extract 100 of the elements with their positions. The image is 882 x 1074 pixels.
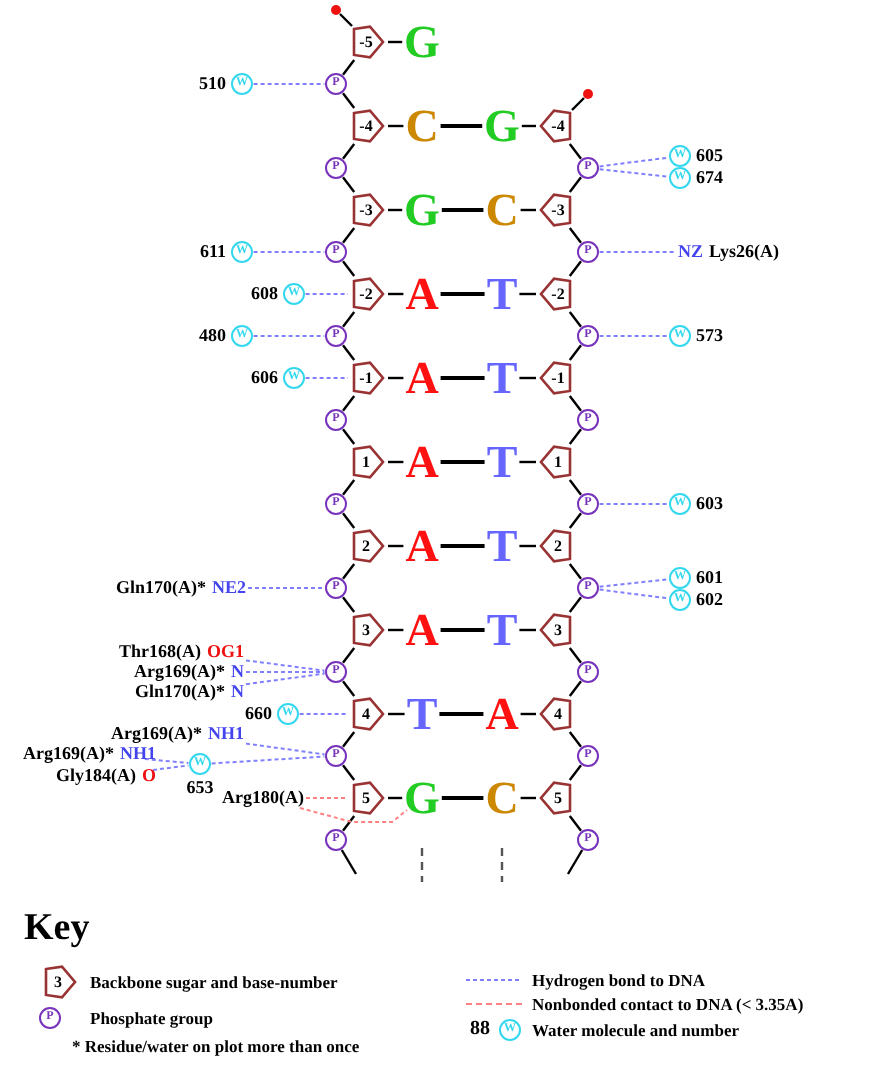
base-letter: T <box>486 271 518 317</box>
base-letter: A <box>405 355 439 401</box>
connector-line <box>440 628 485 632</box>
dashed-line <box>598 578 670 588</box>
connector-line <box>568 479 582 496</box>
residue-label: Gln170(A)* N <box>135 683 244 701</box>
sugar-pentagon: -1 <box>538 361 574 395</box>
connector-line <box>566 849 584 875</box>
base-letter: A <box>405 439 439 485</box>
residue-label: Arg180(A) <box>222 789 304 807</box>
connector-line <box>519 376 536 380</box>
connector-line <box>342 815 356 832</box>
connector-line <box>568 815 582 832</box>
sugar-pentagon: 4 <box>538 697 574 731</box>
connector-line <box>439 712 484 716</box>
sugar-pentagon: 4 <box>350 697 386 731</box>
connector-line <box>342 596 356 613</box>
connector-line <box>440 376 485 380</box>
base-letter: G <box>404 19 440 65</box>
connector-line <box>440 544 485 548</box>
dashed-line <box>598 335 670 337</box>
connector-line <box>568 563 582 580</box>
residue-label: Arg169(A)* N <box>134 663 244 681</box>
sugar-pentagon: 5 <box>350 781 386 815</box>
sugar-pentagon: 1 <box>538 445 574 479</box>
water-number: 653 <box>186 779 214 797</box>
connector-line <box>440 460 485 464</box>
connector-line <box>342 260 356 277</box>
connector-line <box>568 428 582 445</box>
connector-line <box>388 124 404 128</box>
strand-end-dot <box>331 5 341 15</box>
dashed-line <box>598 168 670 178</box>
connector-line <box>388 40 403 44</box>
dashed-line <box>298 713 349 715</box>
water-number: 660 <box>245 705 272 723</box>
connector-line <box>342 227 356 244</box>
residue-label: Gly184(A) O <box>55 767 156 785</box>
sugar-pentagon: 2 <box>350 529 386 563</box>
sugar-pentagon: -2 <box>350 277 386 311</box>
connector-line <box>568 764 582 781</box>
connector-line <box>342 176 356 193</box>
dashed-line <box>210 755 326 765</box>
connector-line <box>568 344 582 361</box>
strand-end-dot <box>583 89 593 99</box>
legend-text: Backbone sugar and base-number <box>90 973 338 991</box>
sugar-pentagon: -1 <box>350 361 386 395</box>
connector-line <box>340 849 358 875</box>
base-letter: G <box>484 103 520 149</box>
base-letter: G <box>404 187 440 233</box>
connector-line <box>342 731 356 748</box>
connector-line <box>568 647 582 664</box>
residue-label: Thr168(A) OG1 <box>118 643 244 661</box>
base-letter: T <box>486 355 518 401</box>
connector-line <box>342 311 356 328</box>
base-letter: A <box>485 691 519 737</box>
water-number: 602 <box>696 591 723 609</box>
base-letter: T <box>406 691 438 737</box>
connector-line <box>520 712 536 716</box>
connector-line <box>519 292 536 296</box>
water-number: 480 <box>199 327 226 345</box>
legend-text: Nonbonded contact to DNA (< 3.35A) <box>532 995 804 1013</box>
dashed-line <box>245 659 326 672</box>
sugar-pentagon: 3 <box>350 613 386 647</box>
water-number: 606 <box>251 369 278 387</box>
dashed-line <box>304 377 349 379</box>
connector-line <box>568 311 582 328</box>
connector-line <box>568 143 582 160</box>
water-number: 601 <box>696 569 723 587</box>
dashed-line <box>598 503 670 505</box>
dashed-line <box>598 251 677 253</box>
dashed-line <box>245 742 326 756</box>
key-heading: Key <box>24 909 90 947</box>
dashed-line <box>598 156 670 168</box>
connector-line <box>441 796 484 800</box>
water-number: 674 <box>696 169 723 187</box>
sugar-pentagon: -5 <box>350 25 386 59</box>
sugar-pentagon: 3 <box>538 613 574 647</box>
connector-line <box>342 680 356 697</box>
water-number: 611 <box>199 243 226 261</box>
sugar-pentagon-icon: 3 <box>42 965 78 999</box>
connector-line <box>568 227 582 244</box>
connector-line <box>388 544 404 548</box>
water-number: 573 <box>696 327 723 345</box>
base-letter: A <box>405 271 439 317</box>
connector-line <box>568 176 582 193</box>
connector-line <box>519 460 536 464</box>
connector-line <box>342 428 356 445</box>
sugar-pentagon: 2 <box>538 529 574 563</box>
connector-line <box>568 260 582 277</box>
connector-line <box>388 376 404 380</box>
dashed-line <box>245 672 326 686</box>
dashed-line <box>152 764 190 771</box>
dashed-line <box>143 758 190 764</box>
connector-line <box>568 731 582 748</box>
residue-label: Gln170(A)* NE2 <box>115 579 246 597</box>
base-letter: G <box>404 775 440 821</box>
base-letter: C <box>405 103 439 149</box>
base-letter: C <box>485 187 519 233</box>
legend-text: Hydrogen bond to DNA <box>532 971 706 989</box>
base-letter: T <box>486 607 518 653</box>
